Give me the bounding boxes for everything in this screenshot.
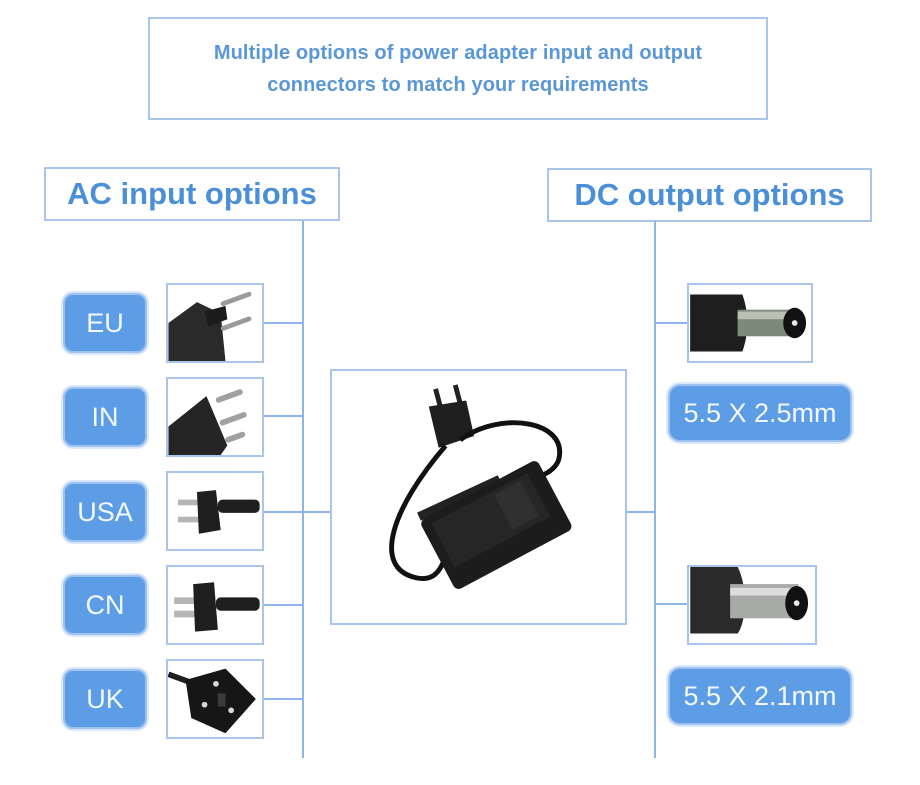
ac-option-eu-badge: EU — [63, 293, 147, 353]
dc-output-heading: DC output options — [547, 168, 872, 222]
ac-branch-line — [263, 698, 303, 700]
ac-trunk-line — [302, 221, 304, 758]
ac-option-uk-badge: UK — [63, 669, 147, 729]
dc-jack-2.5mm-image — [687, 283, 813, 363]
ac-branch-line — [263, 415, 303, 417]
usa-plug-image — [166, 471, 264, 551]
dc-jack-icon — [690, 294, 807, 352]
ac-option-cn-badge: CN — [63, 575, 147, 635]
header-line-2: connectors to match your requirements — [267, 73, 649, 96]
uk-plug-icon — [168, 668, 256, 734]
cn-plug-image — [166, 565, 264, 645]
dc-jack-2.1mm-image — [687, 565, 817, 645]
ac-option-in-badge: IN — [63, 387, 147, 447]
dc-branch-line — [654, 322, 688, 324]
header-banner: Multiple options of power adapter input … — [148, 17, 768, 120]
power-adapter-image — [330, 369, 627, 625]
center-to-dc-line — [625, 511, 655, 513]
dc-jack-icon — [690, 567, 809, 634]
ac-branch-line — [263, 604, 303, 606]
dc-trunk-line — [654, 221, 656, 758]
ac-branch-line — [263, 322, 303, 324]
power-adapter-icon — [389, 384, 572, 589]
eu-plug-image — [166, 283, 264, 363]
dc-option-2.5mm-badge: 5.5 X 2.5mm — [668, 384, 852, 442]
india-plug-icon — [168, 389, 247, 455]
ac-option-usa-badge: USA — [63, 482, 147, 542]
dc-branch-line — [654, 603, 688, 605]
india-plug-image — [166, 377, 264, 457]
ac-input-heading: AC input options — [44, 167, 340, 221]
eu-plug-icon — [168, 291, 252, 361]
ac-branch-line — [263, 511, 331, 513]
usa-plug-icon — [177, 490, 260, 534]
dc-option-2.1mm-badge: 5.5 X 2.1mm — [668, 667, 852, 725]
uk-plug-image — [166, 659, 264, 739]
header-line-1: Multiple options of power adapter input … — [213, 41, 703, 64]
cn-plug-icon — [174, 582, 260, 632]
